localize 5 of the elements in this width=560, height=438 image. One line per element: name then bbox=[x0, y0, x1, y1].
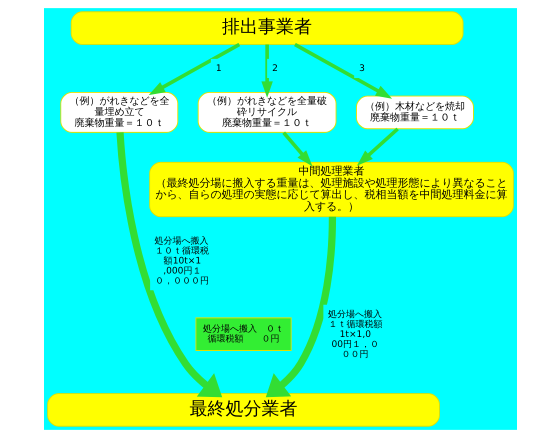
edge-label: 3 bbox=[358, 64, 364, 74]
edge-label: 1 bbox=[215, 64, 222, 74]
edge-label: 処分場へ搬入１０ｔ循環税額10t×1,000円１０，０００円 bbox=[154, 236, 209, 286]
edge-label: 処分場へ搬入１ｔ循環税額1t×1,000円１，０００円 bbox=[327, 310, 382, 360]
edge-label: 2 bbox=[272, 64, 278, 74]
